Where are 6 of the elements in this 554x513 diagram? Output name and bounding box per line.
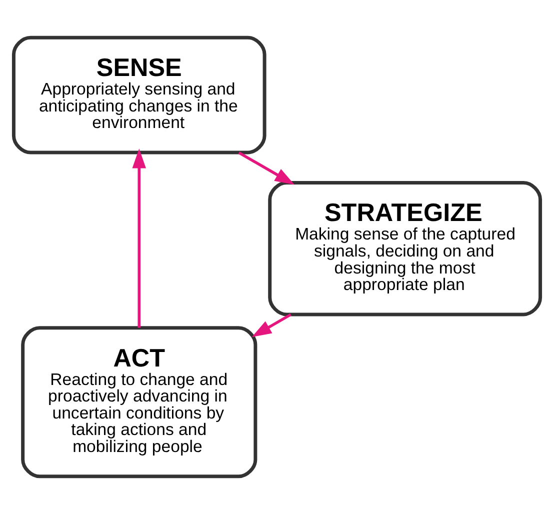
- node-box: STRATEGIZE Making sense of the captured signals, deciding on and designing the most appropriate plan: [268, 180, 542, 316]
- node-box: ACT Reacting to change and proactively advancing in uncertain conditions by taking actions and mobilizing people: [21, 326, 258, 478]
- arrow: [238, 150, 295, 184]
- node-box: SENSE Appropriately sensing and anticipating changes in the environment: [12, 35, 266, 154]
- arrow: [252, 312, 292, 337]
- arrow: [132, 148, 146, 328]
